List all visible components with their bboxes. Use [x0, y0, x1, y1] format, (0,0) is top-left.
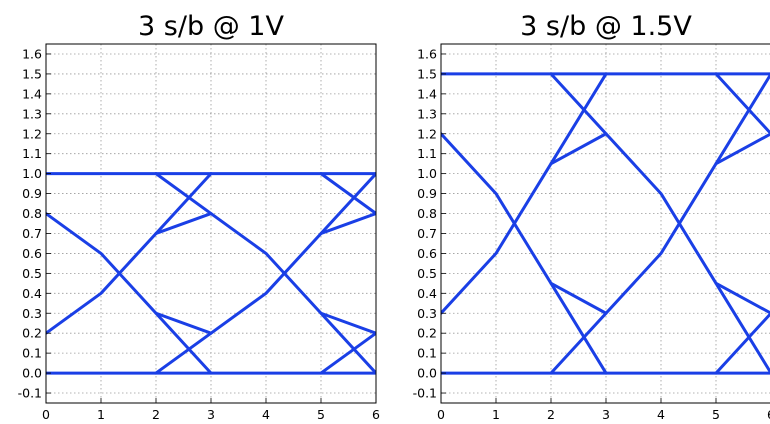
series-line [714, 72, 770, 135]
y-tick-label: -0.1 [413, 386, 437, 401]
series-group [441, 72, 770, 375]
series-line [319, 172, 376, 235]
y-tick-label: 0.4 [22, 286, 42, 301]
y-tick-label: 1.2 [22, 126, 42, 141]
x-tick-label: 1 [492, 407, 500, 422]
y-tick-label: 0.2 [417, 326, 437, 341]
x-tick-label: 3 [207, 407, 215, 422]
y-tick-label: 1.5 [22, 66, 42, 81]
series-line [319, 172, 376, 216]
y-tick-label: 1.6 [417, 46, 437, 61]
y-tick-label: 1.3 [417, 106, 437, 121]
y-tick-label: 0.6 [417, 246, 437, 261]
y-tick-label: 1.1 [22, 146, 42, 161]
y-tick-label: 0.4 [417, 286, 437, 301]
chart-title: 3 s/b @ 1.5V [520, 11, 692, 42]
x-tick-label: 5 [317, 407, 325, 422]
series-line [549, 72, 608, 166]
y-tick-label: 0.5 [22, 266, 42, 281]
y-tick-label: 0.8 [22, 206, 42, 221]
y-tick-label: 0.9 [417, 186, 437, 201]
x-tick-label: 5 [712, 407, 720, 422]
series-line [154, 331, 213, 375]
series-line [319, 311, 376, 375]
x-tick-label: 6 [372, 407, 380, 422]
x-tick-label: 0 [437, 407, 445, 422]
y-tick-label: 0.7 [417, 226, 437, 241]
series-line [154, 172, 213, 235]
y-tick-label: 0.3 [417, 306, 437, 321]
x-tick-label: 1 [97, 407, 105, 422]
y-tick-label: 0.5 [417, 266, 437, 281]
series-line [319, 331, 376, 375]
chart-right: 3 s/b @ 1.5V -0.1 0.0 0.1 0.2 0.3 0.4 0.5 0.6 0.… [413, 11, 770, 422]
series-line [549, 281, 608, 375]
y-tick-label: 1.0 [417, 166, 437, 181]
x-tick-label: 2 [547, 407, 555, 422]
y-tick-label: 1.5 [417, 66, 437, 81]
y-tick-label: 0.1 [417, 346, 437, 361]
y-tick-label: 1.4 [22, 86, 42, 101]
x-tick-label: 0 [42, 407, 50, 422]
y-tick-label: 0.1 [22, 346, 42, 361]
series-group [46, 172, 376, 375]
chart-title: 3 s/b @ 1V [138, 11, 284, 42]
y-tick-label: 1.6 [22, 46, 42, 61]
y-tick-label: 1.2 [417, 126, 437, 141]
y-tick-label: 0.9 [22, 186, 42, 201]
x-tick-label: 4 [657, 407, 665, 422]
series-line [549, 72, 608, 136]
y-tick-label: 1.1 [417, 146, 437, 161]
y-tick-label: 0.6 [22, 246, 42, 261]
y-tick-label: 0.2 [22, 326, 42, 341]
chart-left: 3 s/b @ 1V -0.1 0.0 0.1 0.2 0.3 0.4 0.5 0.6 0.7 0… [18, 11, 380, 422]
y-tick-label: 0.0 [417, 366, 437, 381]
y-tick-label: 0.0 [22, 366, 42, 381]
y-tick-label: 1.0 [22, 166, 42, 181]
y-tick-label: 0.7 [22, 226, 42, 241]
x-tick-label: 3 [602, 407, 610, 422]
x-tick-label: 4 [262, 407, 270, 422]
x-tick-label: 6 [767, 407, 770, 422]
series-line [714, 281, 770, 375]
series-line [714, 312, 770, 375]
y-tick-label: 0.8 [417, 206, 437, 221]
y-tick-label: -0.1 [18, 386, 42, 401]
plot-frame [440, 43, 770, 404]
y-tick-label: 1.3 [22, 106, 42, 121]
series-line [714, 72, 770, 166]
y-tick-label: 1.4 [417, 86, 437, 101]
y-tick-label: 0.3 [22, 306, 42, 321]
x-tick-label: 2 [152, 407, 160, 422]
series-line [154, 311, 213, 375]
series-line [549, 311, 608, 375]
series-line [154, 172, 213, 216]
